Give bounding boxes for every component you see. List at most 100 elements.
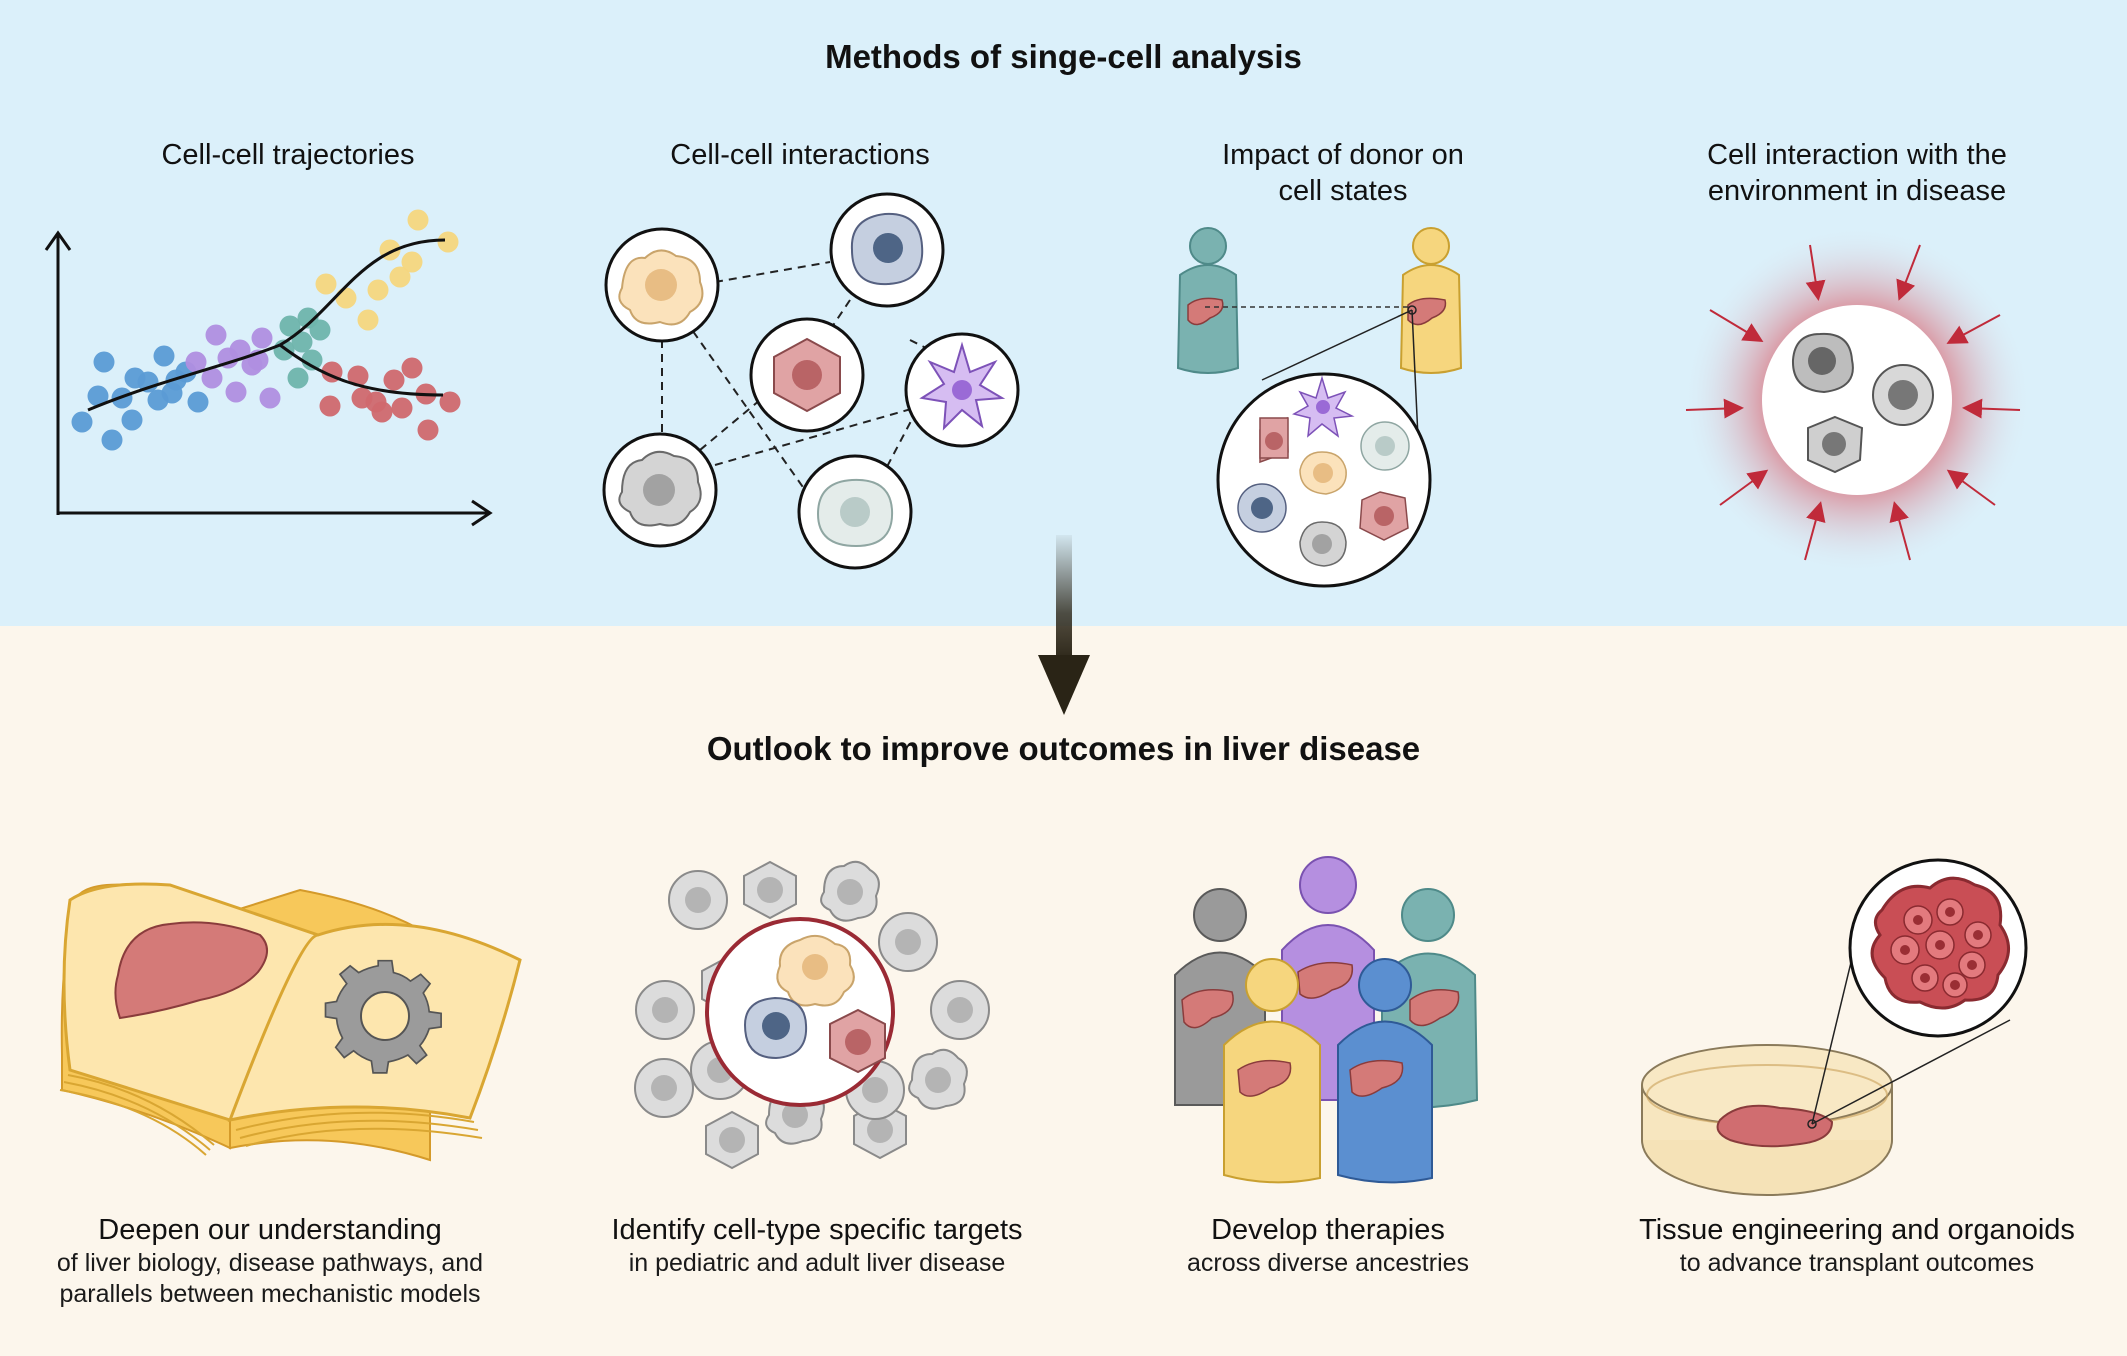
- scatter-point: [371, 401, 393, 423]
- scatter-point: [201, 367, 223, 389]
- scatter-point: [121, 409, 143, 431]
- scatter-point: [439, 391, 461, 413]
- background-cell-nucleus: [651, 1075, 677, 1101]
- outcome-understanding: Deepen our understanding of liver biolog…: [0, 1212, 540, 1310]
- scatter-point: [291, 331, 313, 353]
- scatter-point: [87, 385, 109, 407]
- method-title-line: Impact of donor on: [1222, 139, 1464, 171]
- scatter-point: [437, 231, 459, 253]
- scatter-point: [357, 309, 379, 331]
- targets-circle: [705, 917, 895, 1107]
- outcome-subtitle: in pediatric and adult liver disease: [628, 1249, 1006, 1277]
- scatter-point: [417, 419, 439, 441]
- outcome-subtitle: across diverse ancestries: [1186, 1249, 1470, 1277]
- scatter-point: [259, 387, 281, 409]
- scatter-point: [319, 395, 341, 417]
- outcome-therapies: Develop therapies across diverse ancestr…: [1048, 1212, 1608, 1279]
- donor-yellow-head: [1412, 227, 1450, 265]
- outcome-title: Tissue engineering and organoids: [1639, 1214, 2075, 1246]
- scatter-point: [401, 357, 423, 379]
- background-cell-nucleus: [895, 929, 921, 955]
- background-cell-nucleus: [719, 1127, 745, 1153]
- outcome-subtitle: to advance transplant outcomes: [1679, 1249, 2035, 1277]
- cell-purple-circle: [904, 332, 1020, 448]
- background-cell-nucleus: [757, 877, 783, 903]
- cell-teal-circle: [797, 454, 913, 570]
- method-title-interactions: Cell-cell interactions: [590, 137, 1010, 173]
- trajectory-branch-down: [279, 343, 444, 397]
- down-arrow: [1038, 535, 1090, 715]
- people-group: [1174, 856, 1479, 1184]
- tissue-sample: [1716, 1104, 1834, 1148]
- gear-icon: [324, 959, 442, 1074]
- scatter-point: [279, 315, 301, 337]
- scatter-point: [187, 391, 209, 413]
- donor-yellow-liver: [1407, 297, 1447, 326]
- method-title-line: Cell-cell interactions: [670, 139, 930, 171]
- methods-heading: Methods of singe-cell analysis: [825, 38, 1302, 75]
- background-cell-nucleus: [925, 1067, 951, 1093]
- scatter-point: [391, 397, 413, 419]
- outcome-subtitle: of liver biology, disease pathways, and: [56, 1249, 484, 1277]
- book-liver: [114, 921, 268, 1020]
- organoid-zoom: [1848, 858, 2028, 1038]
- scatter-point: [229, 339, 251, 361]
- method-title-donor: Impact of donor on cell states: [1133, 137, 1553, 209]
- scatter-point: [407, 209, 429, 231]
- background-cells: [634, 860, 990, 1170]
- x-axis-arrowhead: [471, 499, 493, 527]
- background-cell-nucleus: [782, 1102, 808, 1128]
- donor-teal-liver: [1187, 297, 1224, 326]
- background-cell-nucleus: [947, 997, 973, 1023]
- method-title-trajectories: Cell-cell trajectories: [78, 137, 498, 173]
- donor-teal-head: [1189, 227, 1227, 265]
- method-title-line: environment in disease: [1707, 175, 2007, 207]
- scatter-point: [225, 381, 247, 403]
- cell-red-circle: [749, 317, 865, 433]
- outcome-subtitle: parallels between mechanistic models: [59, 1280, 481, 1308]
- scatter-point: [205, 324, 227, 346]
- disease-environment: [1682, 225, 2032, 575]
- outcome-title: Develop therapies: [1211, 1214, 1445, 1246]
- outcome-tissue-engineering: Tissue engineering and organoids to adva…: [1577, 1212, 2127, 1279]
- trajectory-branch-up: [279, 238, 446, 347]
- background-cell-nucleus: [652, 997, 678, 1023]
- scatter-point: [251, 327, 273, 349]
- scatter-point: [315, 273, 337, 295]
- petri-dish: [1641, 924, 2011, 1196]
- book-illustration: [59, 882, 522, 1162]
- scatter-point: [93, 351, 115, 373]
- cell-yellow-circle: [604, 227, 720, 343]
- scatter-point: [401, 251, 423, 273]
- method-title-line: Cell-cell trajectories: [161, 139, 415, 171]
- y-axis-arrowhead: [44, 230, 72, 251]
- scatter-point: [153, 345, 175, 367]
- scatter-point: [101, 429, 123, 451]
- cell-navy-circle: [829, 192, 945, 308]
- scatter-point: [367, 279, 389, 301]
- scatter-point: [287, 367, 309, 389]
- scatter-point: [185, 351, 207, 373]
- donor-figures: [1176, 227, 1463, 481]
- background-cell-nucleus: [685, 887, 711, 913]
- scatter-point: [161, 382, 183, 404]
- method-title-line: cell states: [1278, 175, 1408, 207]
- background-cell-nucleus: [867, 1117, 893, 1143]
- trajectory-trunk: [87, 343, 281, 412]
- method-title-environment: Cell interaction with the environment in…: [1647, 137, 2067, 209]
- scatter-point: [71, 411, 93, 433]
- scatter-point: [383, 369, 405, 391]
- scatter-point: [297, 307, 319, 329]
- background-cell-nucleus: [862, 1077, 888, 1103]
- method-title-line: Cell interaction with the: [1707, 139, 2007, 171]
- trajectory-plot: [44, 209, 493, 527]
- scatter-point: [301, 349, 323, 371]
- outlook-heading: Outlook to improve outcomes in liver dis…: [706, 730, 1421, 767]
- background-cell-nucleus: [837, 879, 863, 905]
- scatter-point: [335, 287, 357, 309]
- donor-zoom-circle: [1216, 372, 1432, 588]
- cell-gray-circle: [602, 432, 718, 548]
- outcome-targets: Identify cell-type specific targets in p…: [537, 1212, 1097, 1279]
- outcome-title: Deepen our understanding: [98, 1214, 442, 1246]
